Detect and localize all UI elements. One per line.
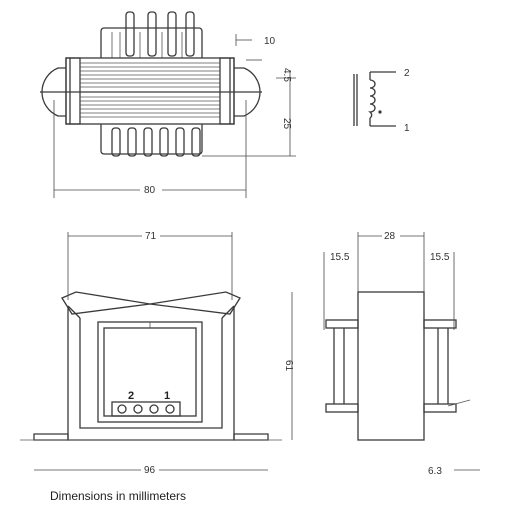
dim-10: 10 <box>264 36 276 47</box>
schematic-pin-2: 2 <box>404 68 410 79</box>
top-terminals-lower <box>100 121 203 157</box>
units-caption: Dimensions in millimeters <box>50 489 186 503</box>
top-view-dimensions: 10 4.5 25 80 <box>53 34 296 198</box>
front-pin-2: 2 <box>128 390 134 402</box>
dim-61: 61 <box>283 360 294 372</box>
laminated-core <box>65 57 235 125</box>
dim-6-3: 6.3 <box>428 466 442 477</box>
dim-80: 80 <box>144 185 156 196</box>
front-terminals: 2 1 <box>111 390 181 417</box>
dim-71: 71 <box>145 231 157 242</box>
side-view: 28 15.5 15.5 6.3 <box>323 229 480 477</box>
winding-schematic: 2 1 <box>353 68 410 134</box>
front-view: 2 1 71 61 96 <box>20 229 294 476</box>
side-view-dimensions: 28 15.5 15.5 6.3 <box>323 229 480 477</box>
dim-15-5-left: 15.5 <box>330 252 350 263</box>
polarity-dot <box>378 110 382 114</box>
schematic-pin-1: 1 <box>404 123 410 134</box>
dim-15-5-right: 15.5 <box>430 252 450 263</box>
dim-28: 28 <box>384 231 396 242</box>
front-view-dimensions: 71 61 96 <box>34 229 294 476</box>
top-terminals-upper <box>100 11 203 61</box>
dim-4-5: 4.5 <box>281 68 292 82</box>
dim-96: 96 <box>144 465 156 476</box>
top-view: 10 4.5 25 80 <box>40 11 296 198</box>
front-pin-1: 1 <box>164 390 170 402</box>
dim-25: 25 <box>281 118 292 130</box>
